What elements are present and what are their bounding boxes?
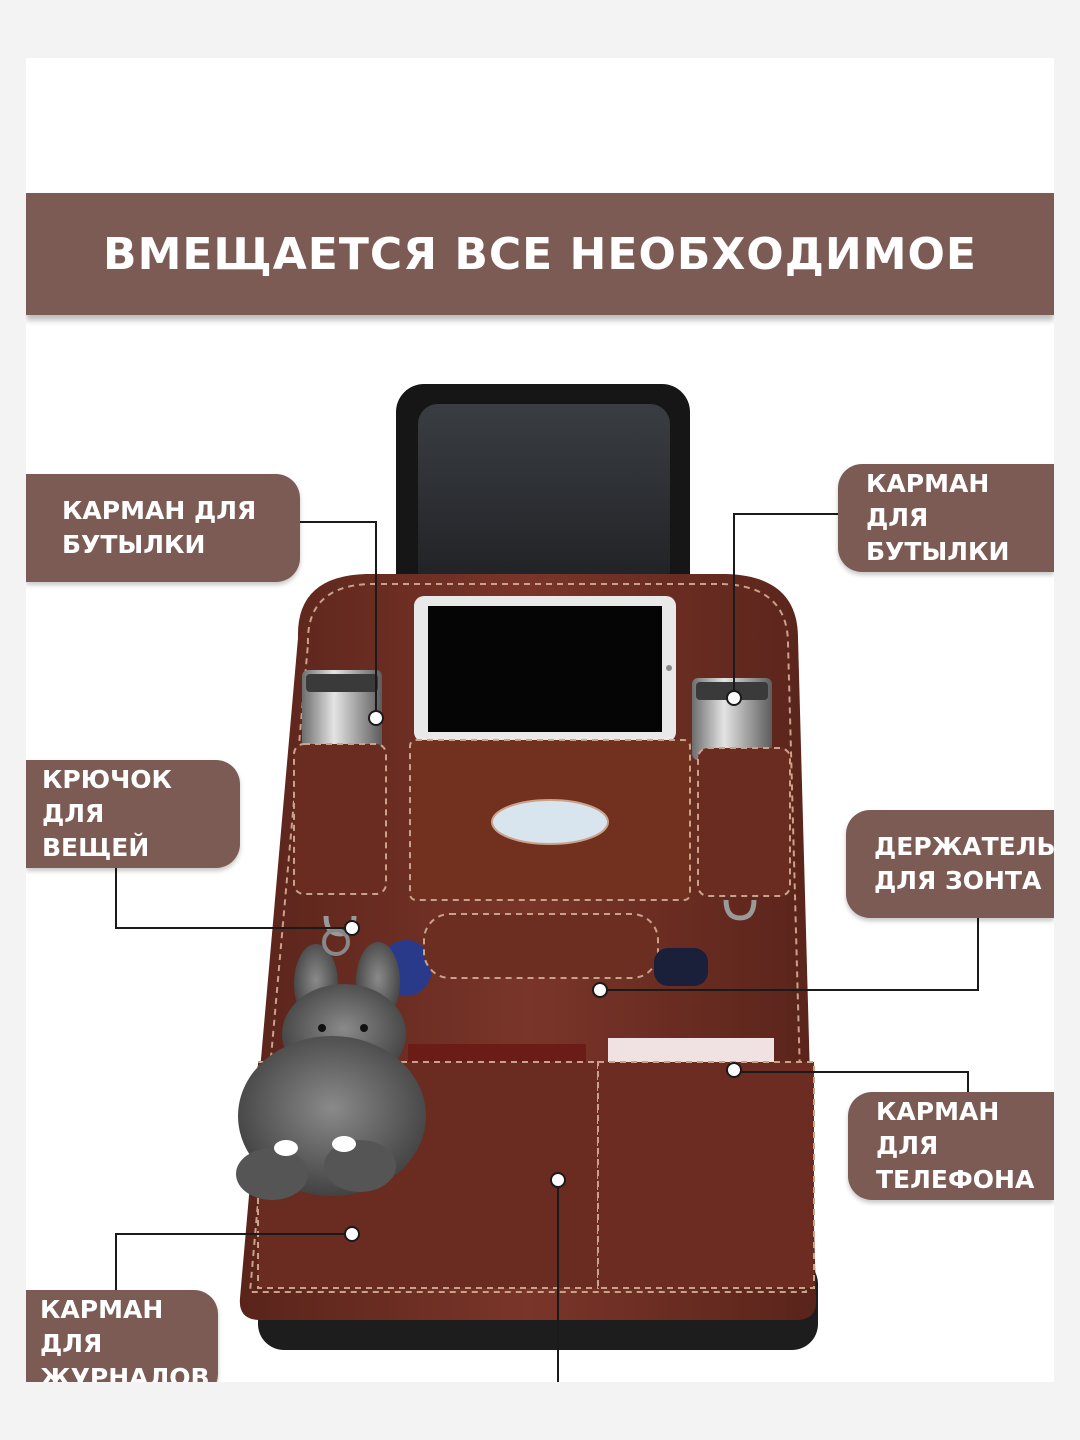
product-infographic: ВМЕЩАЕТСЯ ВСЕ НЕОБХОДИМОЕ КАРМАН ДЛЯ БУТ… [26,58,1054,1382]
tablet-screen [428,606,662,732]
callout-magazine-pocket: КАРМАН ДЛЯ ЖУРНАЛОВ [26,1290,218,1382]
callout-umbrella-holder: ДЕРЖАТЕЛЬ ДЛЯ ЗОНТА [846,810,1054,918]
bottle-pocket-left [293,743,387,895]
umbrella-holder [423,913,659,979]
tray-surface [418,404,670,592]
plush-bunny [236,942,426,1200]
callout-bottle-pocket-right: КАРМАН ДЛЯ БУТЫЛКИ [838,464,1054,572]
umbrella-handle [654,948,708,986]
callout-bottle-pocket-left: КАРМАН ДЛЯ БУТЫЛКИ [26,474,300,582]
tissue-opening [491,799,609,845]
callout-hook: КРЮЧОК ДЛЯ ВЕЩЕЙ [26,760,240,868]
bottle-pocket-right [697,747,791,897]
page-title: ВМЕЩАЕТСЯ ВСЕ НЕОБХОДИМОЕ [103,228,977,280]
title-banner: ВМЕЩАЕТСЯ ВСЕ НЕОБХОДИМОЕ [26,193,1054,315]
phone-pocket [597,1061,815,1289]
callout-phone-pocket: КАРМАН ДЛЯ ТЕЛЕФОНА [848,1092,1054,1200]
car-seat-organizer-image [236,384,818,1350]
